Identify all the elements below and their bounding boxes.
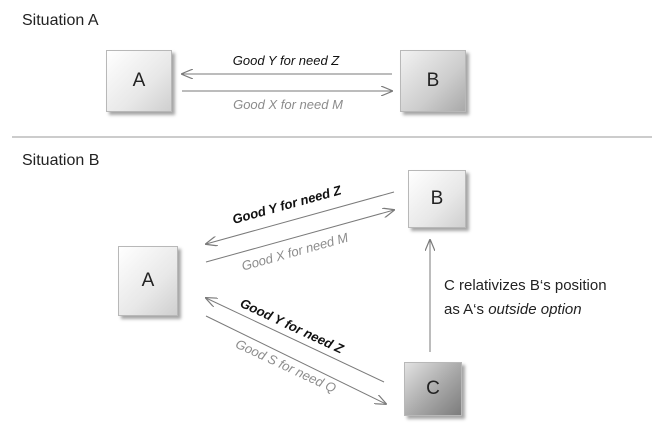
label-sb-ab-top: Good Y for need Z bbox=[231, 182, 344, 227]
situation-b-box-a: A bbox=[118, 246, 178, 316]
situation-a-box-a: A bbox=[106, 50, 172, 112]
label-sa-flow-bottom: Good X for need M bbox=[233, 97, 343, 112]
label-sa-flow-top: Good Y for need Z bbox=[233, 53, 341, 68]
note-line-2-prefix: as A‘s bbox=[444, 301, 489, 318]
situation-a-heading: Situation A bbox=[22, 12, 99, 29]
arrow-sb-c-to-a bbox=[206, 298, 385, 383]
situation-b-box-c: C bbox=[404, 362, 462, 416]
situation-a-box-b: B bbox=[400, 50, 466, 112]
situation-b-box-b: B bbox=[408, 170, 466, 228]
arrow-sb-b-to-a bbox=[206, 191, 395, 244]
situation-b-heading: Situation B bbox=[22, 152, 100, 169]
note-line-2-emphasis: outside option bbox=[488, 301, 582, 318]
note-line-2: as A‘s outside option bbox=[444, 298, 607, 322]
arrow-sb-a-to-b bbox=[205, 210, 394, 263]
note-line-1: C relativizes B‘s position bbox=[444, 277, 607, 294]
outside-option-note: C relativizes B‘s position as A‘s outsid… bbox=[444, 274, 607, 322]
arrow-sb-a-to-c bbox=[205, 315, 386, 404]
label-sb-ab-bottom: Good X for need M bbox=[240, 230, 350, 274]
